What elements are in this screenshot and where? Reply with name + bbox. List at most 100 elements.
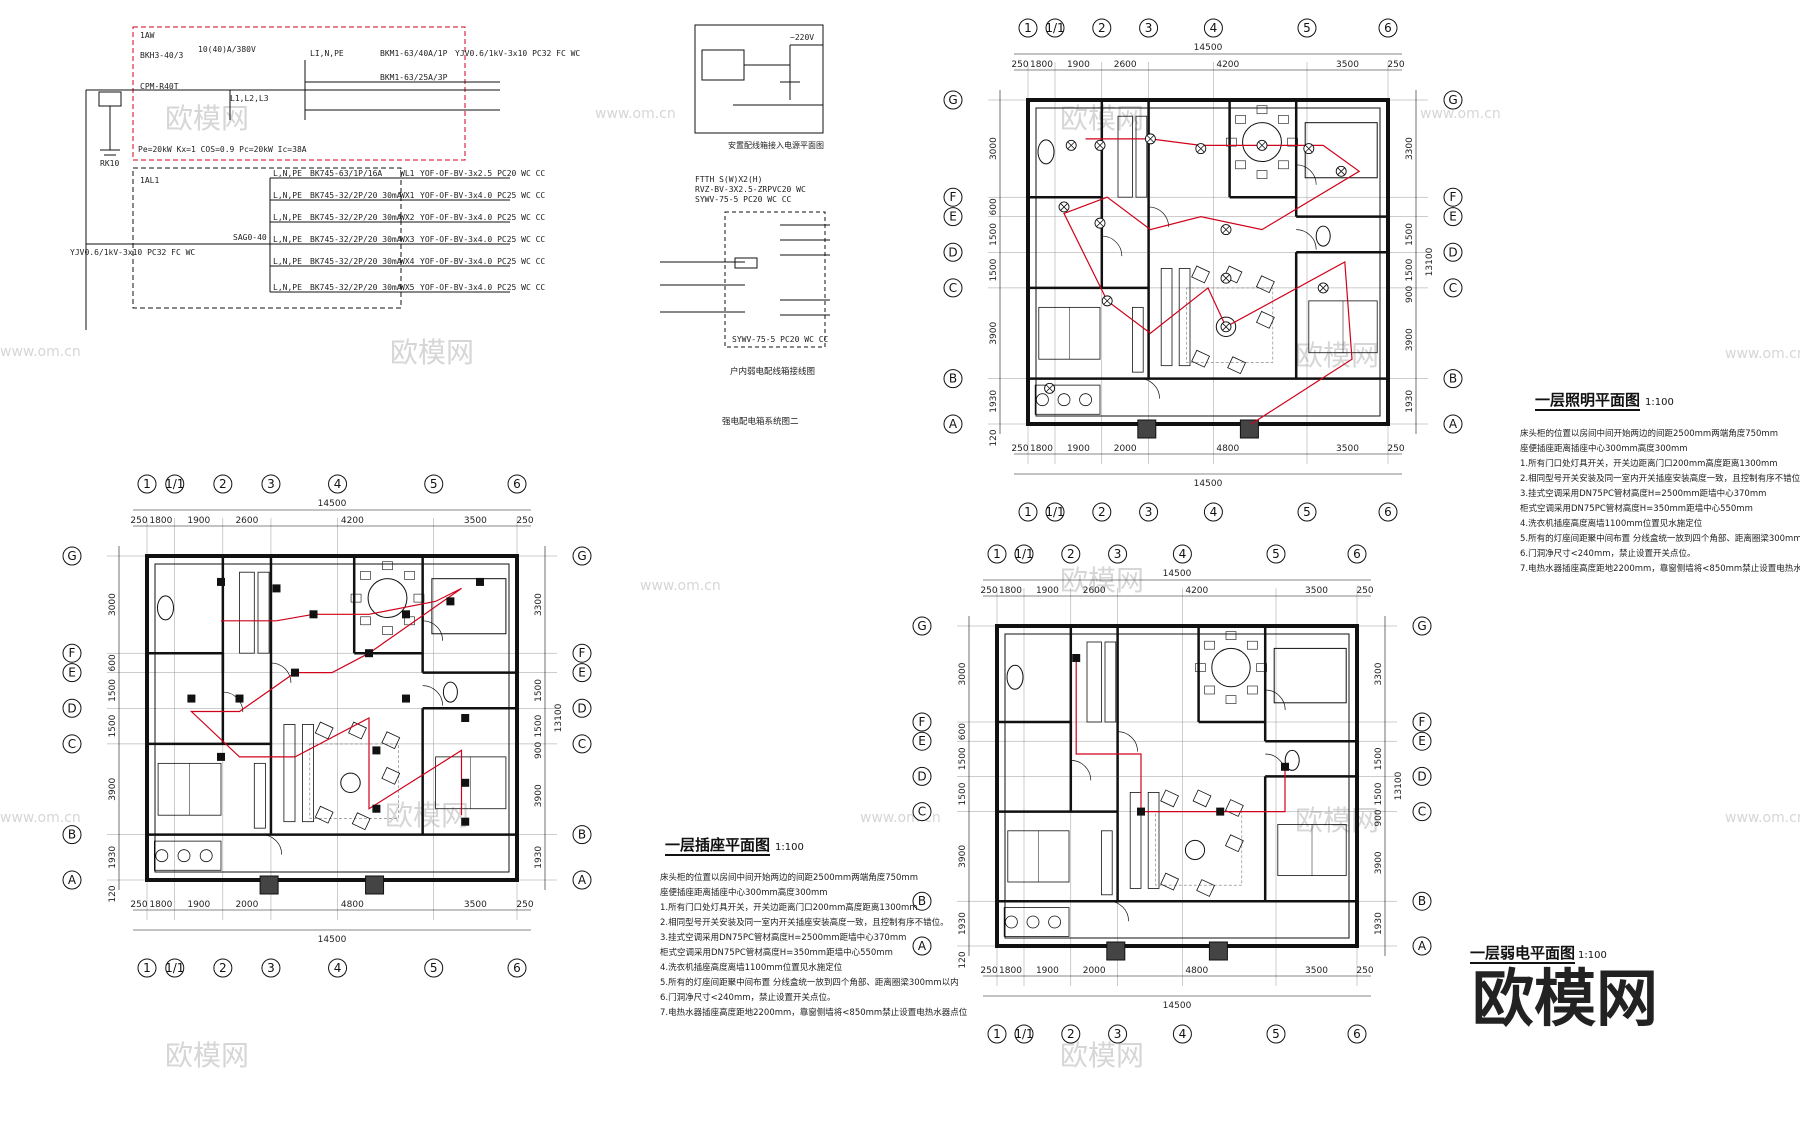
cabinet — [1160, 268, 1173, 367]
armchair — [1255, 310, 1275, 329]
armchair — [1255, 275, 1275, 294]
entrance-column — [1137, 419, 1157, 439]
note-line: 5.所有的灯座间距聚中间布置 分线盒统一放到四个角部、距离圈梁300mm以内 — [660, 977, 959, 988]
coffee-table — [1215, 316, 1237, 338]
dimension-value: 250 — [1011, 60, 1028, 70]
axis-bubble — [912, 731, 932, 751]
phase-label: LI,N,PE — [310, 49, 344, 58]
dining-chair — [413, 593, 425, 603]
socket-plan-title: 一层插座平面图 1:100 — [665, 836, 804, 856]
watermark: 欧模网 — [390, 336, 474, 369]
balcony-chair — [1036, 393, 1049, 407]
dining-chair — [1287, 137, 1298, 147]
axis-bubble — [261, 958, 281, 978]
watermark-url: www.om.cn — [640, 578, 721, 594]
axis-label: A — [949, 417, 958, 431]
lamp-cross — [1045, 384, 1054, 393]
branch-id: WX2 — [400, 213, 415, 222]
axis-label: 1/1 — [165, 961, 184, 975]
axis-bubble — [137, 474, 157, 494]
toilet — [157, 595, 174, 621]
cabinet — [1086, 641, 1102, 723]
dimension-value: 3300 — [1405, 137, 1415, 160]
balcony — [1034, 384, 1101, 415]
armchair — [381, 731, 401, 750]
socket-icon — [1137, 807, 1145, 816]
axis-bubble — [912, 802, 932, 822]
dining-chair — [1195, 663, 1206, 672]
axis-bubble — [424, 958, 444, 978]
axis-bubble — [912, 936, 932, 956]
axis-label: F — [1450, 190, 1457, 204]
watermark: 欧模网 — [1060, 1039, 1144, 1072]
axis-label: 2 — [219, 477, 227, 491]
axis-label: C — [578, 737, 586, 751]
axis-bubble — [328, 474, 348, 494]
axis-bubble — [1172, 544, 1192, 564]
socket-icon — [402, 610, 410, 619]
axis-label: 4 — [334, 961, 342, 975]
dimension-value: 1500 — [1405, 258, 1415, 281]
armchair — [1224, 799, 1244, 817]
watermark-url: www.om.cn — [1725, 346, 1800, 362]
weak-box-line-1: FTTH S(W)X2(H) — [695, 175, 762, 184]
note-line: 4.洗衣机插座高度离墙1100mm位置见水施定位 — [660, 962, 843, 973]
axis-label: G — [577, 549, 586, 563]
axis-bubble — [261, 474, 281, 494]
socket-icon — [1216, 807, 1225, 816]
dimension-value: 3500 — [1305, 966, 1328, 976]
dimension-value: 1500 — [958, 782, 968, 805]
axis-bubble — [572, 825, 592, 845]
axis-label: E — [1449, 210, 1457, 224]
axis-bubble — [943, 207, 963, 227]
axis-label: 3 — [1145, 505, 1153, 519]
toilet — [1284, 749, 1300, 771]
weak-plan-title: 一层弱电平面图 1:100 — [1470, 944, 1607, 964]
dimension-value: 1500 — [989, 223, 999, 246]
axis-bubble — [912, 616, 932, 636]
axis-label: B — [1449, 372, 1457, 386]
entrance-column — [259, 875, 279, 895]
balcony — [1003, 907, 1070, 937]
axis-bubble — [943, 242, 963, 262]
dining-chair — [1278, 115, 1289, 124]
armchair — [381, 766, 401, 785]
axis-bubble — [1347, 544, 1367, 564]
dimension-value: 250 — [980, 966, 997, 976]
note-line: 4.洗衣机插座高度离墙1100mm位置见水施定位 — [1520, 518, 1703, 529]
voltage-label: ~220V — [790, 33, 814, 42]
dining-chair — [1225, 631, 1237, 640]
branch-breaker: BK745-32/2P/20 30mA — [310, 191, 402, 200]
axis-bubble — [572, 663, 592, 683]
axis-label: 2 — [1098, 21, 1106, 35]
branch-id: WL1 — [400, 169, 415, 178]
dimension-value: 1800 — [1030, 60, 1053, 70]
lighting-notes: 床头柜的位置以房间中间开始两边的间距2500mm两端角度750mm座便插座距离插… — [1520, 428, 1800, 574]
note-line: 座便插座距离插座中心300mm高度300mm — [1520, 443, 1688, 454]
axis-label: A — [1449, 417, 1458, 431]
watermark: 欧模网 — [1060, 564, 1144, 597]
lamp-cross — [1258, 141, 1266, 150]
axis-label: 3 — [1114, 547, 1122, 561]
socket-icon — [402, 694, 410, 703]
socket-icon — [476, 577, 484, 586]
axis-label: G — [917, 619, 926, 633]
cabinet — [1178, 268, 1191, 367]
axis-bubble — [1266, 544, 1286, 564]
dimension-value: 4800 — [1185, 966, 1208, 976]
axis-bubble — [943, 187, 963, 207]
axis-label: 1 — [993, 1027, 1001, 1041]
lamp-cross — [1096, 141, 1104, 150]
socket-icon — [272, 584, 281, 593]
axis-bubble — [572, 734, 592, 754]
door-swing — [1139, 378, 1160, 399]
axis-bubble — [1443, 414, 1463, 434]
socket-icon — [365, 649, 373, 658]
axis-label: D — [577, 701, 586, 715]
dining-chair — [1247, 685, 1258, 695]
axis-bubble — [1412, 891, 1432, 911]
dining-chair — [1204, 640, 1215, 650]
axis-bubble — [62, 663, 82, 683]
axis-label: E — [949, 210, 957, 224]
meter-model: CPM-R40T — [140, 82, 179, 91]
